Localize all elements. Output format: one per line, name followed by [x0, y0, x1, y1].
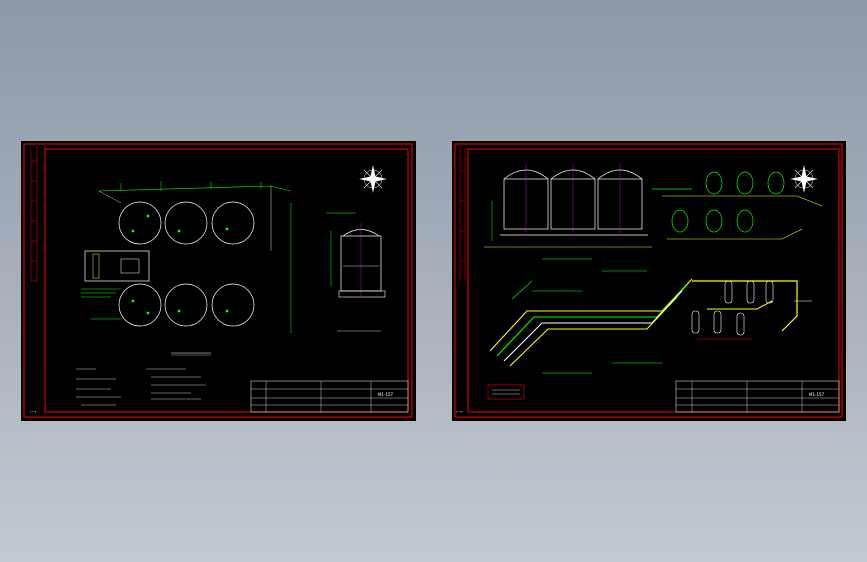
title-block-code: M1-157	[378, 392, 394, 397]
tank-piping-system	[691, 280, 812, 340]
drawing-border	[467, 148, 840, 413]
sheet-frame	[23, 143, 413, 418]
sheet-frame	[454, 143, 843, 418]
drawing-sheet-left[interactable]: ⌐→	[21, 141, 416, 421]
large-tanks-elevation	[484, 163, 652, 260]
tank-layout-plan	[81, 181, 292, 356]
sheet-corner-mark: ⌐→	[456, 410, 462, 414]
title-block-code: M1-157	[809, 392, 825, 397]
drawing-sheet-right[interactable]: ⌐→	[452, 141, 846, 421]
compass-rose-icon	[790, 165, 818, 193]
left-margin-strip	[459, 149, 466, 281]
drawing-border	[44, 148, 409, 413]
title-block: M1-157	[675, 380, 840, 413]
sheet-corner-mark: ⌐→	[30, 410, 36, 414]
small-tanks-group	[652, 171, 823, 240]
tank-elevation	[326, 212, 386, 332]
sheet-left-canvas: ⌐→	[23, 143, 413, 418]
sheet-right-canvas: ⌐→	[454, 143, 843, 418]
title-block: M1-157	[250, 380, 409, 413]
compass-rose-icon	[359, 165, 387, 193]
isometric-piping	[487, 270, 693, 400]
drawing-notes	[76, 368, 206, 406]
left-margin-strip	[30, 149, 38, 282]
